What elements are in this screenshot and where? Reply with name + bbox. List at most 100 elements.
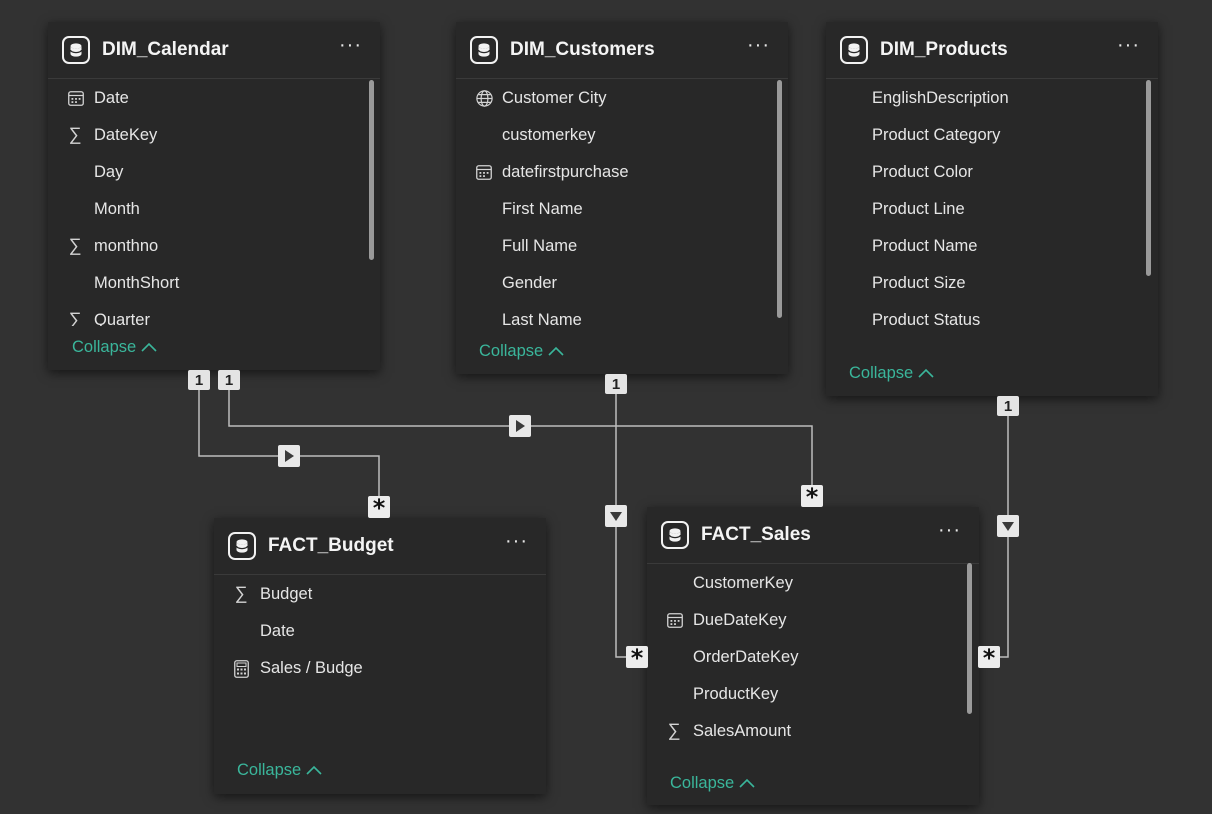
field-item[interactable]: Last Name: [456, 302, 774, 339]
field-name: Month: [94, 200, 140, 218]
more-options-button[interactable]: ···: [339, 34, 362, 56]
collapse-button[interactable]: Collapse: [479, 342, 564, 361]
more-options-button[interactable]: ···: [747, 34, 770, 56]
table-title: FACT_Budget: [268, 535, 394, 556]
sum-icon: ∑: [68, 309, 82, 326]
field-item[interactable]: DueDateKey: [647, 602, 965, 639]
field-item[interactable]: Customer City: [456, 80, 774, 117]
field-item[interactable]: Date: [214, 613, 532, 650]
more-options-button[interactable]: ···: [1117, 34, 1140, 56]
calendar-icon: [665, 602, 685, 639]
chevron-up-icon: [141, 338, 157, 357]
field-item[interactable]: datefirstpurchase: [456, 154, 774, 191]
field-item[interactable]: Product Color: [826, 154, 1144, 191]
field-name: Quarter: [94, 311, 150, 326]
field-name: Product Line: [872, 200, 965, 218]
field-name: OrderDateKey: [693, 648, 799, 666]
field-item[interactable]: Date: [48, 80, 366, 117]
scrollbar[interactable]: [967, 563, 972, 714]
table-card-dim-calendar[interactable]: DIM_Calendar ··· Date ∑DateKey Day Month…: [48, 22, 380, 370]
database-icon: [470, 36, 498, 64]
scrollbar[interactable]: [777, 80, 782, 318]
collapse-label: Collapse: [849, 364, 914, 382]
field-name: Product Category: [872, 126, 1001, 144]
relationship-customers-sales-line: [615, 392, 637, 658]
collapse-button[interactable]: Collapse: [72, 338, 157, 357]
collapse-button[interactable]: Collapse: [849, 364, 934, 383]
field-item[interactable]: ∑monthno: [48, 228, 366, 265]
field-name: Last Name: [502, 311, 582, 329]
table-card-dim-products[interactable]: DIM_Products ··· EnglishDescription Prod…: [826, 22, 1158, 396]
field-name: Date: [260, 622, 295, 640]
field-item[interactable]: customerkey: [456, 117, 774, 154]
field-name: EnglishDescription: [872, 89, 1009, 107]
scrollbar[interactable]: [369, 80, 374, 260]
field-item[interactable]: Product Category: [826, 117, 1144, 154]
collapse-button[interactable]: Collapse: [670, 774, 755, 793]
field-item[interactable]: ProductKey: [647, 676, 965, 713]
chevron-up-icon: [918, 364, 934, 383]
table-title: DIM_Products: [880, 39, 1008, 60]
field-name: Product Name: [872, 237, 978, 255]
sum-icon: ∑: [667, 720, 681, 740]
field-item[interactable]: ∑ Budget: [214, 576, 532, 613]
table-card-fact-sales[interactable]: FACT_Sales ··· CustomerKey DueDateKey Or…: [647, 507, 979, 805]
collapse-label: Collapse: [72, 338, 137, 356]
field-item[interactable]: CustomerKey: [647, 565, 965, 602]
relationship-calendar-sales-line: [228, 388, 813, 496]
field-name: Date: [94, 89, 129, 107]
field-name: Full Name: [502, 237, 578, 255]
field-item[interactable]: Full Name: [456, 228, 774, 265]
collapse-button[interactable]: Collapse: [237, 761, 322, 780]
field-name: Product Color: [872, 163, 973, 181]
field-name: DateKey: [94, 126, 158, 144]
chevron-up-icon: [548, 342, 564, 361]
field-item[interactable]: ∑ SalesAmount: [647, 713, 965, 750]
field-item[interactable]: EnglishDescription: [826, 80, 1144, 117]
field-list: EnglishDescription Product Category Prod…: [826, 80, 1144, 339]
field-name: First Name: [502, 200, 583, 218]
collapse-label: Collapse: [479, 342, 544, 360]
calendar-icon: [474, 154, 494, 191]
field-name: Sales / Budge: [260, 659, 363, 677]
field-item[interactable]: OrderDateKey: [647, 639, 965, 676]
table-header[interactable]: DIM_Products ···: [826, 22, 1158, 79]
field-list: Date ∑DateKey Day Month ∑monthno MonthSh…: [48, 80, 366, 326]
field-item[interactable]: Product Name: [826, 228, 1144, 265]
database-icon: [840, 36, 868, 64]
table-header[interactable]: FACT_Sales ···: [647, 507, 979, 564]
more-options-button[interactable]: ···: [938, 519, 961, 541]
field-item[interactable]: Gender: [456, 265, 774, 302]
more-options-button[interactable]: ···: [505, 530, 528, 552]
collapse-label: Collapse: [670, 774, 735, 792]
field-name: customerkey: [502, 126, 596, 144]
relationship-products-sales-line: [989, 414, 1009, 658]
database-icon: [62, 36, 90, 64]
calculator-icon: [232, 650, 252, 687]
field-item[interactable]: Product Line: [826, 191, 1144, 228]
field-item[interactable]: Month: [48, 191, 366, 228]
field-item[interactable]: Product Size: [826, 265, 1144, 302]
field-item[interactable]: Sales / Budge: [214, 650, 532, 687]
table-header[interactable]: FACT_Budget ···: [214, 518, 546, 575]
field-item[interactable]: First Name: [456, 191, 774, 228]
field-name: SalesAmount: [693, 722, 792, 740]
field-item[interactable]: MonthShort: [48, 265, 366, 302]
scrollbar[interactable]: [1146, 80, 1151, 276]
field-name: Gender: [502, 274, 558, 292]
field-list: Customer City customerkey datefirstpurch…: [456, 80, 774, 339]
table-header[interactable]: DIM_Customers ···: [456, 22, 788, 79]
field-item[interactable]: ∑DateKey: [48, 117, 366, 154]
table-card-dim-customers[interactable]: DIM_Customers ··· Customer City customer…: [456, 22, 788, 374]
field-name: Day: [94, 163, 124, 181]
field-item[interactable]: Product Status: [826, 302, 1144, 339]
field-item[interactable]: Day: [48, 154, 366, 191]
sum-icon: ∑: [234, 583, 248, 603]
field-name: DueDateKey: [693, 611, 787, 629]
relationship-calendar-budget-line: [198, 388, 380, 506]
field-name: ProductKey: [693, 685, 779, 703]
table-header[interactable]: DIM_Calendar ···: [48, 22, 380, 79]
field-item[interactable]: ∑ Quarter: [48, 302, 366, 326]
field-name: Budget: [260, 585, 313, 603]
table-card-fact-budget[interactable]: FACT_Budget ··· ∑ Budget Date Sales / Bud…: [214, 518, 546, 794]
